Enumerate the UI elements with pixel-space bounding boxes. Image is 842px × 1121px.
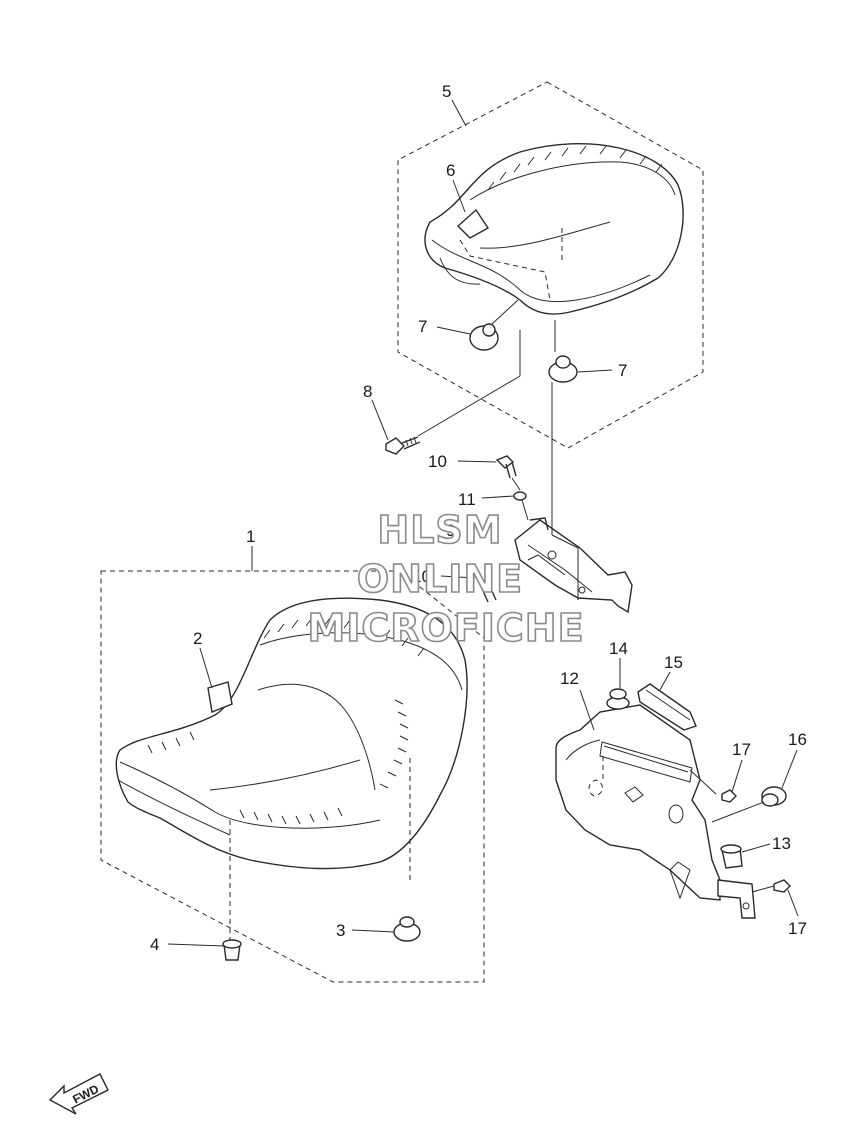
callout-16: 16: [788, 730, 807, 749]
callout-10-upper: 10: [428, 452, 447, 471]
fwd-direction-arrow: FWD: [48, 1073, 109, 1115]
watermark-line-3: MICROFICHE: [307, 606, 584, 650]
callout-1: 1: [246, 527, 255, 546]
callout-8: 8: [363, 382, 372, 401]
callout-7-right: 7: [618, 361, 627, 380]
callout-7-left: 7: [418, 317, 427, 336]
callout-3: 3: [336, 921, 345, 940]
watermark-line-2: ONLINE: [357, 557, 523, 601]
front-seat-assembly: [100, 570, 485, 983]
rear-seat-assembly: [397, 81, 704, 449]
callout-17-lower: 17: [788, 919, 807, 938]
watermark: HLSM ONLINE MICROFICHE: [307, 507, 585, 651]
callout-numbers: 1 2 3 4 5 6 7 7 8 9 10 10 11 12 13 14 15…: [150, 82, 807, 954]
callout-5: 5: [442, 82, 451, 101]
side-cover-assembly: [555, 683, 791, 919]
callout-11: 11: [458, 490, 476, 509]
callout-15: 15: [664, 653, 683, 672]
callout-12: 12: [560, 669, 579, 688]
front-seat-group-outline: [100, 570, 485, 983]
leader-lines: [167, 99, 799, 947]
bolt-8: [385, 330, 521, 455]
callout-17-upper: 17: [732, 740, 751, 759]
callout-4: 4: [150, 935, 159, 954]
watermark-line-1: HLSM: [377, 508, 502, 552]
callout-9: 9: [446, 521, 455, 540]
callout-10-lower: 10: [412, 567, 431, 586]
callout-13: 13: [772, 834, 791, 853]
callout-14: 14: [609, 639, 628, 658]
callout-6: 6: [446, 161, 455, 180]
callout-2: 2: [193, 629, 202, 648]
